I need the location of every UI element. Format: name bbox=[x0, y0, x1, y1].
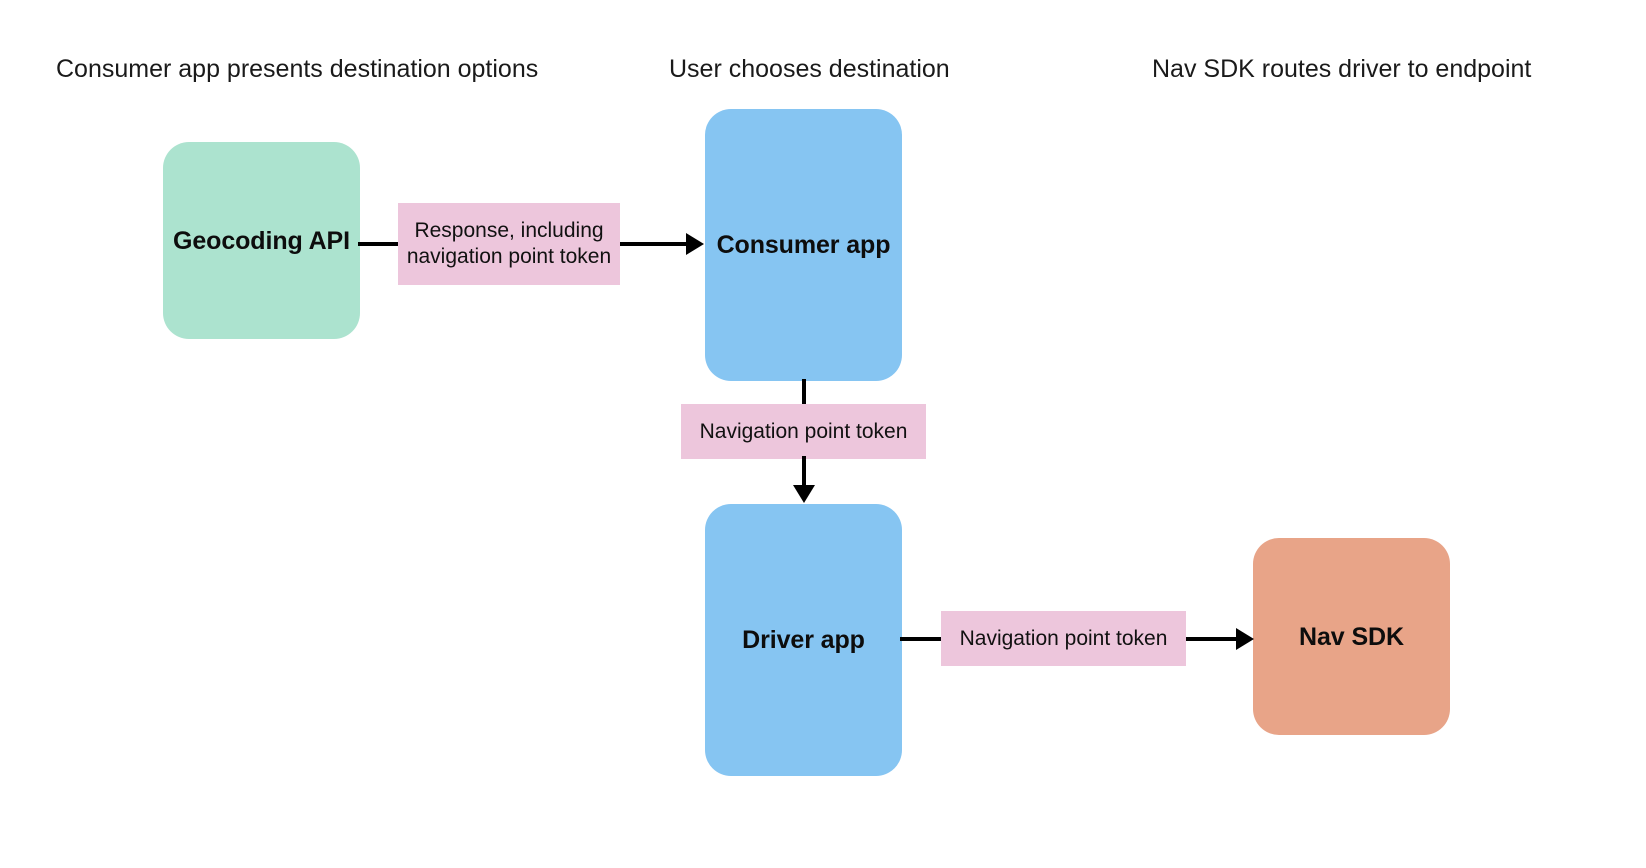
connector-geocoding-to-response-label bbox=[358, 242, 400, 246]
node-nav-sdk-label: Nav SDK bbox=[1299, 622, 1404, 651]
connector-response-label-to-consumer-app bbox=[620, 242, 688, 246]
node-driver-app-label: Driver app bbox=[742, 626, 865, 654]
edge-label-navigation-point-token-text-2: Navigation point token bbox=[959, 626, 1168, 650]
connector-token-label-to-driver-app bbox=[802, 456, 806, 488]
arrowhead-right-icon-to-nav-sdk bbox=[1236, 628, 1254, 650]
column-header-user-chooses-destination: User chooses destination bbox=[669, 55, 950, 83]
edge-label-navigation-point-token-driver-navsdk: Navigation point token bbox=[941, 611, 1186, 666]
connector-driver-app-to-token-label bbox=[900, 637, 944, 641]
edge-label-navigation-point-token-text-1: Navigation point token bbox=[699, 419, 908, 443]
column-header-nav-sdk-routes-driver: Nav SDK routes driver to endpoint bbox=[1152, 55, 1532, 83]
column-header-consumer-app-presents: Consumer app presents destination option… bbox=[56, 55, 539, 83]
node-consumer-app[interactable]: Consumer app bbox=[705, 109, 902, 381]
edge-label-response-text: Response, including navigation point tok… bbox=[406, 219, 612, 268]
node-consumer-app-label: Consumer app bbox=[716, 231, 891, 259]
node-driver-app[interactable]: Driver app bbox=[705, 504, 902, 776]
connector-token-label-to-nav-sdk bbox=[1186, 637, 1238, 641]
node-nav-sdk[interactable]: Nav SDK bbox=[1253, 538, 1450, 735]
edge-label-navigation-point-token-consumer-driver: Navigation point token bbox=[681, 404, 926, 459]
arrowhead-down-icon-to-driver-app bbox=[793, 485, 815, 503]
edge-label-response-including-navigation-point-token: Response, including navigation point tok… bbox=[398, 203, 620, 285]
connector-consumer-app-to-token-label bbox=[802, 379, 806, 407]
node-geocoding-api[interactable]: Geocoding API bbox=[163, 142, 360, 339]
arrowhead-right-icon-to-consumer-app bbox=[686, 233, 704, 255]
node-geocoding-api-label: Geocoding API bbox=[173, 226, 350, 255]
